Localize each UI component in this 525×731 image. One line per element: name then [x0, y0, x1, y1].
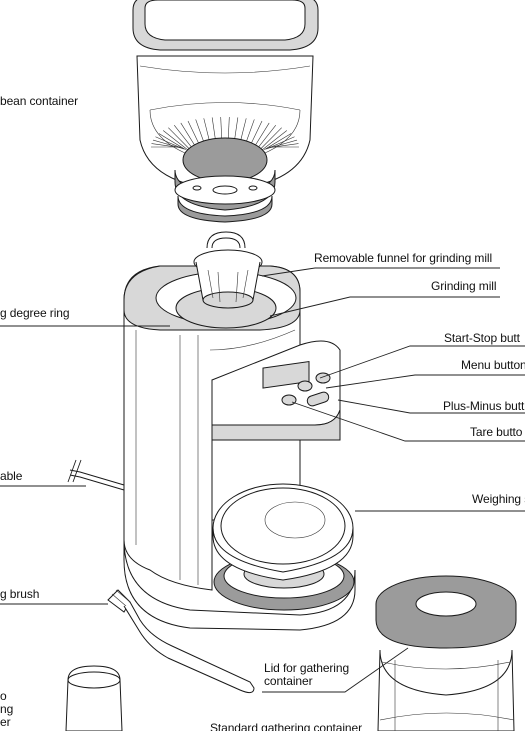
bean-container-drawing: [133, 0, 318, 222]
grinding-mill-label: Grinding mill: [431, 280, 496, 293]
left-fragment-label: o ng er: [0, 690, 14, 729]
brush-drawing: [108, 590, 254, 693]
start-stop-label: Start-Stop butt: [444, 332, 520, 345]
funnel-drawing: [194, 232, 262, 308]
menu-label: Menu button: [461, 359, 525, 372]
grinder-body-drawing: [68, 266, 355, 630]
gathering-container-drawing: [376, 576, 516, 731]
weighing-label: Weighing s: [472, 493, 525, 506]
degree-ring-label: g degree ring: [0, 307, 69, 320]
bean-container-label: bean container: [0, 95, 78, 108]
funnel-label: Removable funnel for grinding mill: [314, 252, 492, 265]
tare-label: Tare butto: [470, 426, 522, 439]
plus-minus-label: Plus-Minus butt: [443, 400, 524, 413]
cable-label: able: [0, 470, 22, 483]
standard-gathering-label: Standard gathering container: [210, 722, 362, 731]
lid-gathering-label: Lid for gathering container: [264, 662, 364, 688]
small-cup-drawing: [66, 666, 122, 731]
brush-label: g brush: [0, 588, 39, 601]
